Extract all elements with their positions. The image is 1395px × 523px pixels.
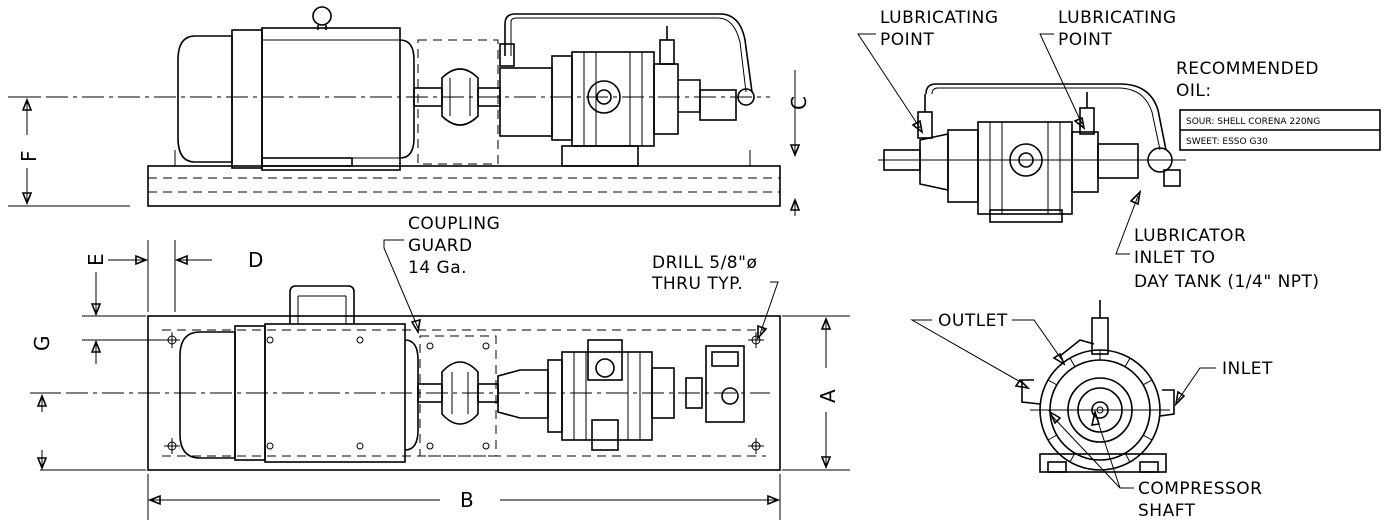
plan-view-motor: [179, 285, 419, 463]
compressor-shaft-label-line1: COMPRESSOR: [1138, 479, 1263, 499]
dimension-f-label: F: [17, 150, 41, 162]
side-view-compressor: [499, 51, 755, 167]
mounting-holes: [164, 332, 764, 454]
oil-table-sour: SOUR: SHELL CORENA 220NG: [1186, 117, 1320, 127]
drill-label-line2: THRU TYP.: [651, 274, 743, 294]
plan-view-compressor: [497, 339, 745, 451]
lubrication-view: [878, 83, 1186, 223]
coupling-guard-label-line3: 14 Ga.: [408, 258, 467, 278]
dimension-a-label: A: [816, 389, 840, 403]
lubricating-point-label-1-line1: LUBRICATING: [880, 8, 999, 28]
lubricator-inlet-label-line2: INLET TO: [1134, 248, 1216, 268]
drill-callout: DRILL 5/8"ø THRU TYP.: [651, 253, 779, 341]
lubricating-point-label-1-line2: POINT: [880, 30, 934, 50]
compressor-shaft-callout: COMPRESSOR SHAFT: [1048, 409, 1263, 521]
side-view-skid: [147, 165, 781, 207]
dimension-g-label: G: [30, 336, 54, 352]
dimension-d-label: D: [248, 248, 263, 272]
lubricator-inlet-callout: LUBRICATOR INLET TO DAY TANK (1/4" NPT): [1115, 189, 1320, 292]
recommended-oil-label-line2: OIL:: [1176, 81, 1212, 101]
inlet-callout: INLET: [1174, 359, 1273, 407]
lubricator-inlet-label-line1: LUBRICATOR: [1134, 226, 1246, 246]
side-view-motor: [177, 6, 415, 171]
dimension-c-label: C: [787, 96, 811, 110]
compressor-shaft-label-line2: SHAFT: [1138, 501, 1196, 521]
coupling-guard-callout: COUPLING GUARD 14 Ga.: [383, 214, 500, 335]
oil-table-sweet: SWEET: ESSO G30: [1186, 137, 1268, 147]
plan-view: D E G A B: [30, 240, 850, 520]
lubricator-inlet-label-line3: DAY TANK (1/4" NPT): [1134, 272, 1320, 292]
end-view: [1021, 300, 1175, 473]
inlet-label: INLET: [1222, 359, 1273, 379]
lubricating-point-label-2-line2: POINT: [1058, 30, 1112, 50]
lubricating-point-callout-1: LUBRICATING POINT: [857, 8, 999, 134]
recommended-oil-label-line1: RECOMMENDED: [1176, 59, 1319, 79]
plan-view-coupling: [417, 361, 499, 425]
drill-label-line1: DRILL 5/8"ø: [652, 253, 757, 273]
plan-view-coupling-guard: [419, 335, 497, 457]
coupling-guard-label-line2: GUARD: [408, 236, 473, 256]
coupling-guard-label-line1: COUPLING: [408, 214, 500, 234]
lubricating-point-callout-2: LUBRICATING POINT: [1039, 8, 1177, 130]
outlet-callout: OUTLET: [910, 311, 1066, 390]
side-view-coupling-guard: [417, 39, 499, 165]
side-view: C F: [8, 6, 811, 216]
outlet-label: OUTLET: [938, 311, 1008, 331]
recommended-oil-block: RECOMMENDED OIL: SOUR: SHELL CORENA 220N…: [1176, 59, 1381, 151]
dimension-e-label: E: [84, 253, 108, 266]
lubricating-point-label-2-line1: LUBRICATING: [1058, 8, 1177, 28]
dimension-b-label: B: [460, 488, 474, 512]
